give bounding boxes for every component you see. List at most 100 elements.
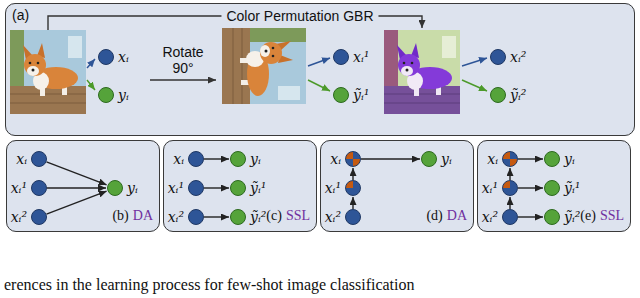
panel-box: (e) SSL xᵢ yᵢ xᵢ¹ ỹᵢ¹ xᵢ² ỹᵢ² (477, 140, 631, 232)
panel-box: (b)DAxᵢxᵢ¹xᵢ²yᵢ (6, 140, 160, 232)
dependency-arrow (204, 216, 229, 217)
variable-node: yᵢ (421, 151, 437, 167)
variable-label: yᵢ (564, 151, 575, 167)
variable-label: xᵢ (173, 151, 184, 167)
panel-ground (320, 140, 474, 232)
panel-tag-group: (c) SSL (266, 208, 310, 224)
image-arrow (87, 59, 95, 68)
method-tag: DA (133, 208, 153, 223)
variable-label: xᵢ¹ (482, 180, 498, 196)
method-tag: SSL (600, 208, 624, 223)
variable-node: ỹᵢ² (490, 87, 506, 103)
image-arrow (462, 80, 487, 91)
variable-label: yᵢ (127, 180, 138, 196)
variable-node: xᵢ (345, 151, 361, 167)
dependency-arrow (352, 168, 353, 180)
variable-label: ỹᵢ¹ (353, 87, 369, 103)
variable-node: xᵢ² (31, 209, 47, 225)
variable-node: xᵢ¹ (345, 180, 361, 196)
variable-label: xᵢ¹ (325, 180, 341, 196)
variable-label: xᵢ² (11, 209, 27, 225)
dependency-arrow (46, 191, 106, 214)
panel-tag: (c) (266, 208, 282, 223)
image-arrow (308, 80, 330, 91)
panel-ground (6, 140, 160, 232)
variable-label: yᵢ (441, 151, 452, 167)
panel-tag: (b) (112, 208, 128, 223)
panel-tag: (e) (580, 208, 596, 223)
variable-label: xᵢ (16, 151, 27, 167)
dependency-arrow (518, 216, 543, 217)
variable-node: ỹᵢ² (544, 209, 560, 225)
variable-label: ỹᵢ¹ (250, 180, 266, 196)
panel-tag-group: (d) DA (426, 208, 467, 224)
dependency-arrow (518, 158, 543, 159)
panel-tag: (a) (12, 7, 29, 23)
variable-node: xᵢ (31, 151, 47, 167)
variable-label: ỹᵢ² (250, 209, 266, 225)
rotate-arrow (150, 79, 216, 80)
variable-label: xᵢ² (510, 49, 526, 65)
variable-node: ỹᵢ² (230, 209, 246, 225)
panel-box: (c) SSL xᵢ yᵢ xᵢ¹ ỹᵢ¹ xᵢ² ỹᵢ² (163, 140, 317, 232)
dependency-arrow (204, 187, 229, 188)
panel-tag-group: (e) SSL (580, 208, 624, 224)
panel-ground (163, 140, 317, 232)
image-arrow (87, 80, 95, 90)
variable-label: ỹᵢ¹ (564, 180, 580, 196)
dependency-arrow (204, 158, 229, 159)
variable-node: xᵢ¹ (188, 180, 204, 196)
corgi-photo (10, 30, 86, 114)
variable-label: xᵢ² (482, 209, 498, 225)
variable-node: xᵢ (188, 151, 204, 167)
variable-node: xᵢ² (188, 209, 204, 225)
variable-node: ỹᵢ¹ (544, 180, 560, 196)
variable-node: ỹᵢ¹ (333, 87, 349, 103)
dependency-arrow (509, 168, 510, 180)
panel-ground (477, 140, 631, 232)
panel-tag: (d) (426, 208, 442, 223)
variable-node: yᵢ (107, 180, 123, 196)
variable-label: yᵢ (118, 87, 129, 103)
dependency-arrow (352, 197, 353, 209)
variable-label: xᵢ¹ (353, 49, 369, 65)
variable-label: xᵢ² (325, 209, 341, 225)
figure-caption: erences in the learning process for few-… (4, 276, 415, 294)
dependency-arrow (518, 187, 543, 188)
variable-label: xᵢ² (168, 209, 184, 225)
variable-label: xᵢ¹ (11, 180, 27, 196)
variable-node: xᵢ (502, 151, 518, 167)
variable-label: xᵢ (330, 151, 341, 167)
variable-node: xᵢ¹ (502, 180, 518, 196)
rotated-photo (222, 28, 306, 104)
dependency-arrow (47, 187, 106, 188)
variable-node: yᵢ (230, 151, 246, 167)
variable-node: xᵢ² (345, 209, 361, 225)
variable-node: yᵢ (98, 87, 114, 103)
panel-tag-group: (b) DA (112, 208, 153, 224)
method-tag: SSL (286, 208, 310, 223)
variable-node: xᵢ² (490, 49, 506, 65)
operation-label: Rotate 90° (152, 44, 214, 76)
operation-title: Color Permutation GBR (221, 8, 378, 24)
color-permuted-photo (384, 30, 460, 114)
variable-label: xᵢ¹ (168, 180, 184, 196)
variable-node: xᵢ¹ (31, 180, 47, 196)
variable-node: xᵢ (98, 49, 114, 65)
panel-box: (d)DAxᵢyᵢxᵢ¹xᵢ² (320, 140, 474, 232)
variable-label: xᵢ (118, 49, 129, 65)
variable-node: xᵢ¹ (333, 49, 349, 65)
dependency-arrow (46, 162, 106, 185)
variable-label: ỹᵢ² (564, 209, 580, 225)
variable-label: yᵢ (250, 151, 261, 167)
variable-node: yᵢ (544, 151, 560, 167)
variable-node: xᵢ² (502, 209, 518, 225)
image-arrow (308, 58, 330, 66)
dependency-arrow (509, 197, 510, 209)
variable-label: ỹᵢ² (510, 87, 526, 103)
method-tag: DA (447, 208, 467, 223)
variable-label: xᵢ (487, 151, 498, 167)
dependency-arrow (361, 158, 420, 159)
panel-ground (5, 3, 635, 136)
